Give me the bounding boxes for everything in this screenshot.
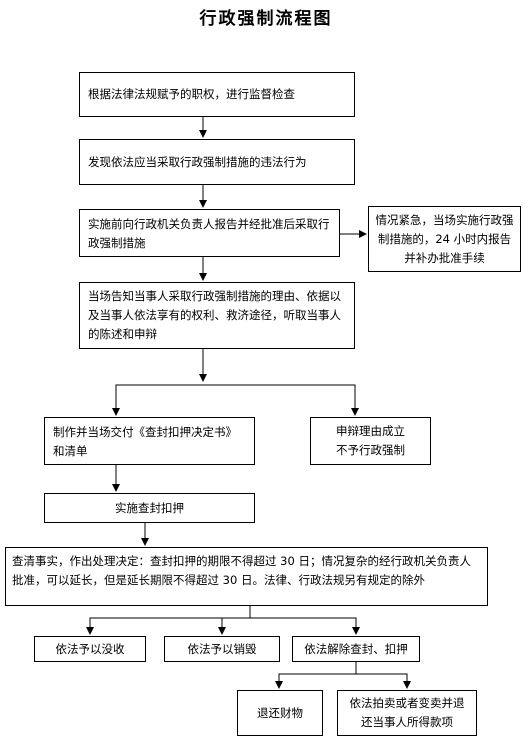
step-emergency-note: 情况紧急，当场实施行政强制措施的，24 小时内报告并补办批准手续 bbox=[368, 206, 521, 272]
step-confiscate: 依法予以没收 bbox=[34, 636, 146, 662]
step-report-approval: 实施前向行政机关负责人报告并经批准后采取行政强制措施 bbox=[79, 209, 340, 257]
split-line-s8c bbox=[278, 673, 408, 686]
page-title: 行政强制流程图 bbox=[199, 9, 333, 29]
split-line-s7 bbox=[89, 617, 357, 632]
step-release-seizure: 依法解除查封、扣押 bbox=[292, 636, 420, 662]
step-auction-refund: 依法拍卖或者变卖并退还当事人所得款项 bbox=[337, 690, 477, 736]
step-issue-seizure-decision: 制作并当场交付《查封扣押决定书》和清单 bbox=[44, 417, 255, 465]
split-line-s4 bbox=[115, 384, 356, 413]
step-destroy: 依法予以销毁 bbox=[164, 636, 280, 662]
step-implement-seizure: 实施查封扣押 bbox=[44, 493, 255, 523]
step-notify-party: 当场告知当事人采取行政强制措施的理由、依据以及当事人依法享有的权利、救济途径，听… bbox=[79, 282, 355, 349]
step-decision: 查清事实，作出处理决定：查封扣押的期限不得超过 30 日；情况复杂的经行政机关负… bbox=[5, 547, 488, 606]
step-defense-accepted: 申辩理由成立 不予行政强制 bbox=[310, 417, 431, 465]
step-return-property: 退还财物 bbox=[237, 690, 323, 736]
step-supervise-inspect: 根据法律法规赋予的职权，进行监督检查 bbox=[79, 72, 355, 117]
step-find-violation: 发现依法应当采取行政强制措施的违法行为 bbox=[79, 139, 355, 185]
